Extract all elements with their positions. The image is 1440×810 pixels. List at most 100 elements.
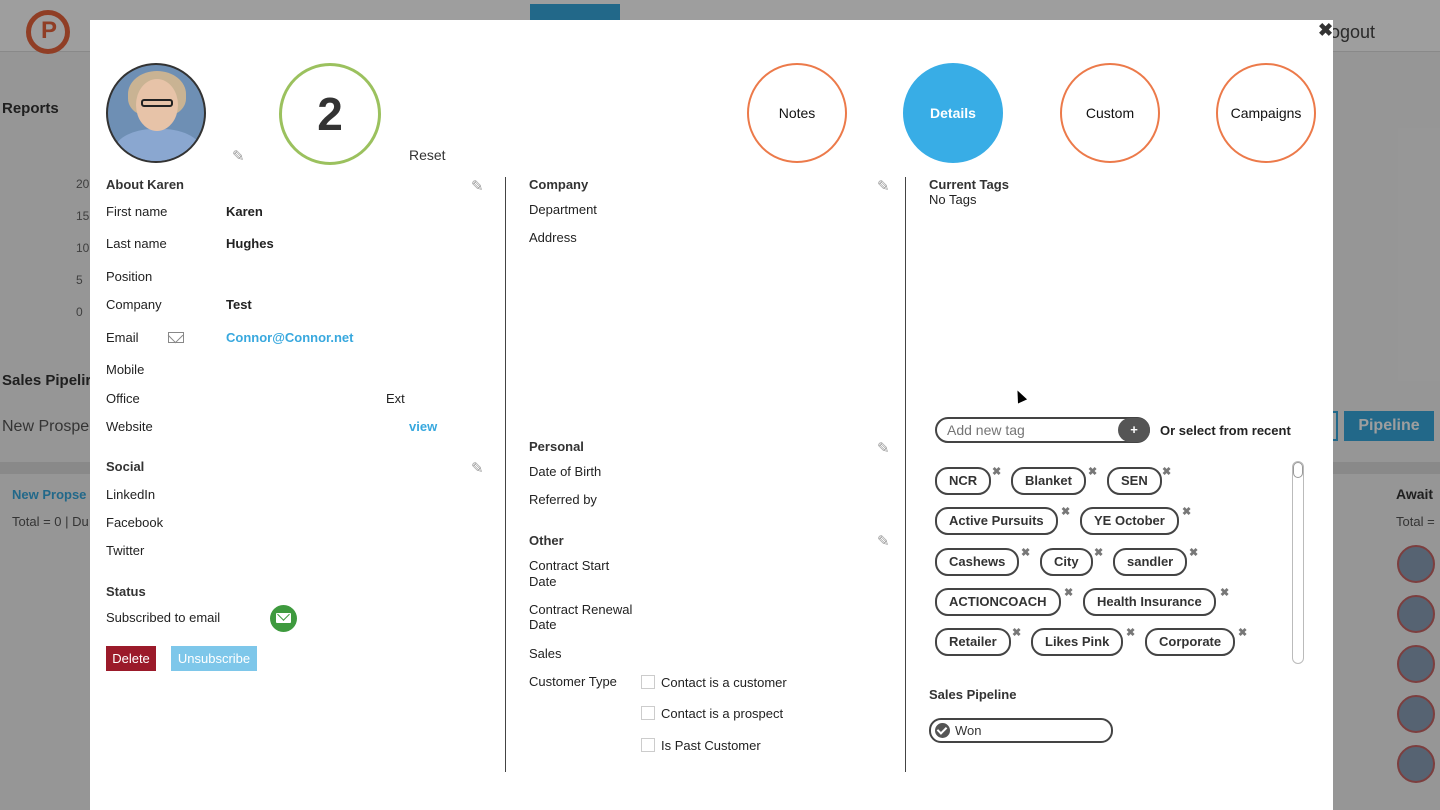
other-section-title: Other <box>529 533 564 548</box>
website-label: Website <box>106 419 153 434</box>
contract-renewal-label: Contract Renewal <box>529 602 633 617</box>
remove-tag-icon[interactable]: ✖ <box>1162 466 1172 478</box>
company-label: Company <box>106 297 162 312</box>
status-section-title: Status <box>106 584 146 599</box>
y-tick: 5 <box>76 273 83 287</box>
ext-label: Ext <box>386 391 405 406</box>
current-tags-title: Current Tags <box>929 177 1009 192</box>
recent-tag[interactable]: Blanket <box>1011 467 1086 495</box>
tab-campaigns[interactable]: Campaigns <box>1216 63 1316 163</box>
prospect-checkbox[interactable] <box>641 706 655 720</box>
edit-company-pencil-icon[interactable]: ✎ <box>877 178 890 195</box>
edit-avatar-pencil-icon[interactable]: ✎ <box>232 148 245 165</box>
app-nav-tab[interactable] <box>530 4 620 20</box>
logout-link[interactable]: ogout <box>1330 22 1376 42</box>
contact-avatar[interactable] <box>1397 595 1435 633</box>
email-subscribed-icon[interactable] <box>270 605 297 632</box>
recent-tag[interactable]: Cashews <box>935 548 1020 576</box>
contact-avatar[interactable] <box>1397 645 1435 683</box>
pipeline-stage-pill[interactable]: Won <box>929 718 1113 743</box>
contact-avatar[interactable] <box>1397 695 1435 733</box>
email-link[interactable]: Connor@Connor.net <box>226 330 354 345</box>
tags-scrollbar[interactable] <box>1292 461 1304 664</box>
tab-details[interactable]: Details <box>903 63 1003 163</box>
unsubscribe-button[interactable]: Unsubscribe <box>171 646 257 671</box>
pipeline-button[interactable]: Pipeline <box>1344 411 1434 441</box>
recent-tag[interactable]: Retailer <box>935 628 1011 656</box>
remove-tag-icon[interactable]: ✖ <box>1182 506 1192 518</box>
remove-tag-icon[interactable]: ✖ <box>1189 547 1199 559</box>
linkedin-label: LinkedIn <box>106 487 156 502</box>
remove-tag-icon[interactable]: ✖ <box>992 466 1002 478</box>
chart-y-ticks: 20 15 10 5 0 <box>76 168 89 328</box>
recent-tag[interactable]: YE October <box>1080 507 1179 535</box>
website-view-link[interactable]: view <box>409 419 438 434</box>
recent-tag[interactable]: Health Insurance <box>1083 588 1216 616</box>
sales-label: Sales <box>529 646 562 661</box>
company-section-title: Company <box>529 177 589 192</box>
remove-tag-icon[interactable]: ✖ <box>1220 587 1230 599</box>
recent-tag[interactable]: sandler <box>1113 548 1188 576</box>
pipeline-stage-label: Won <box>955 723 982 738</box>
mouse-cursor-icon <box>1012 388 1028 404</box>
recent-tag[interactable]: SEN <box>1107 467 1162 495</box>
department-label: Department <box>529 202 597 217</box>
recent-tag[interactable]: Likes Pink <box>1031 628 1124 656</box>
y-tick: 15 <box>76 209 90 223</box>
check-circle-icon <box>935 723 950 738</box>
edit-other-pencil-icon[interactable]: ✎ <box>877 533 890 550</box>
delete-button[interactable]: Delete <box>106 646 156 671</box>
column-total: Total = 0 | Du <box>12 514 89 529</box>
add-tag-plus-button[interactable]: + <box>1118 418 1150 442</box>
twitter-label: Twitter <box>106 543 145 558</box>
remove-tag-icon[interactable]: ✖ <box>1061 506 1071 518</box>
contract-start-label: Contract Start <box>529 558 610 573</box>
recent-tag[interactable]: Active Pursuits <box>935 507 1058 535</box>
remove-tag-icon[interactable]: ✖ <box>1238 627 1248 639</box>
first-name-label: First name <box>106 204 168 219</box>
personal-section-title: Personal <box>529 439 584 454</box>
contract-renewal-label-2: Date <box>529 617 557 632</box>
recent-tag[interactable]: City <box>1040 548 1093 576</box>
first-name-value: Karen <box>226 204 263 219</box>
customer-checkbox[interactable] <box>641 675 655 689</box>
dob-label: Date of Birth <box>529 464 602 479</box>
past-customer-checkbox[interactable] <box>641 738 655 752</box>
edit-personal-pencil-icon[interactable]: ✎ <box>877 440 890 457</box>
select-recent-label: Or select from recent <box>1160 423 1291 438</box>
remove-tag-icon[interactable]: ✖ <box>1126 627 1136 639</box>
company-value: Test <box>226 297 252 312</box>
new-prospect-label: New Prospe <box>2 418 90 435</box>
email-label: Email <box>106 330 139 345</box>
remove-tag-icon[interactable]: ✖ <box>1094 547 1104 559</box>
last-name-value: Hughes <box>226 236 274 251</box>
remove-tag-icon[interactable]: ✖ <box>1012 627 1022 639</box>
tab-notes[interactable]: Notes <box>747 63 847 163</box>
contact-avatar-photo <box>106 63 206 163</box>
contact-avatar[interactable] <box>1397 545 1435 583</box>
reset-score-link[interactable]: Reset <box>409 147 446 163</box>
y-tick: 20 <box>76 177 90 191</box>
remove-tag-icon[interactable]: ✖ <box>1021 547 1031 559</box>
edit-about-pencil-icon[interactable]: ✎ <box>471 178 484 195</box>
remove-tag-icon[interactable]: ✖ <box>1088 466 1098 478</box>
edit-social-pencil-icon[interactable]: ✎ <box>471 460 484 477</box>
referred-by-label: Referred by <box>529 492 597 507</box>
contact-avatar[interactable] <box>1397 745 1435 783</box>
y-tick: 10 <box>76 241 90 255</box>
tags-scrollbar-thumb[interactable] <box>1293 462 1303 478</box>
close-modal-icon[interactable]: ✖ <box>1318 20 1334 40</box>
recent-tag[interactable]: Corporate <box>1145 628 1236 656</box>
contract-start-label-2: Date <box>529 574 557 589</box>
recent-tag[interactable]: NCR <box>935 467 992 495</box>
recent-tag[interactable]: ACTIONCOACH <box>935 588 1061 616</box>
remove-tag-icon[interactable]: ✖ <box>1064 587 1074 599</box>
envelope-icon[interactable] <box>168 332 184 343</box>
about-section-title: About Karen <box>106 177 184 192</box>
customer-option-label: Contact is a customer <box>661 675 787 690</box>
mobile-label: Mobile <box>106 362 145 377</box>
tab-custom[interactable]: Custom <box>1060 63 1160 163</box>
add-tag-input[interactable] <box>935 417 1150 443</box>
no-tags-text: No Tags <box>929 192 977 207</box>
new-prospect-column[interactable]: New Propse <box>12 487 87 502</box>
